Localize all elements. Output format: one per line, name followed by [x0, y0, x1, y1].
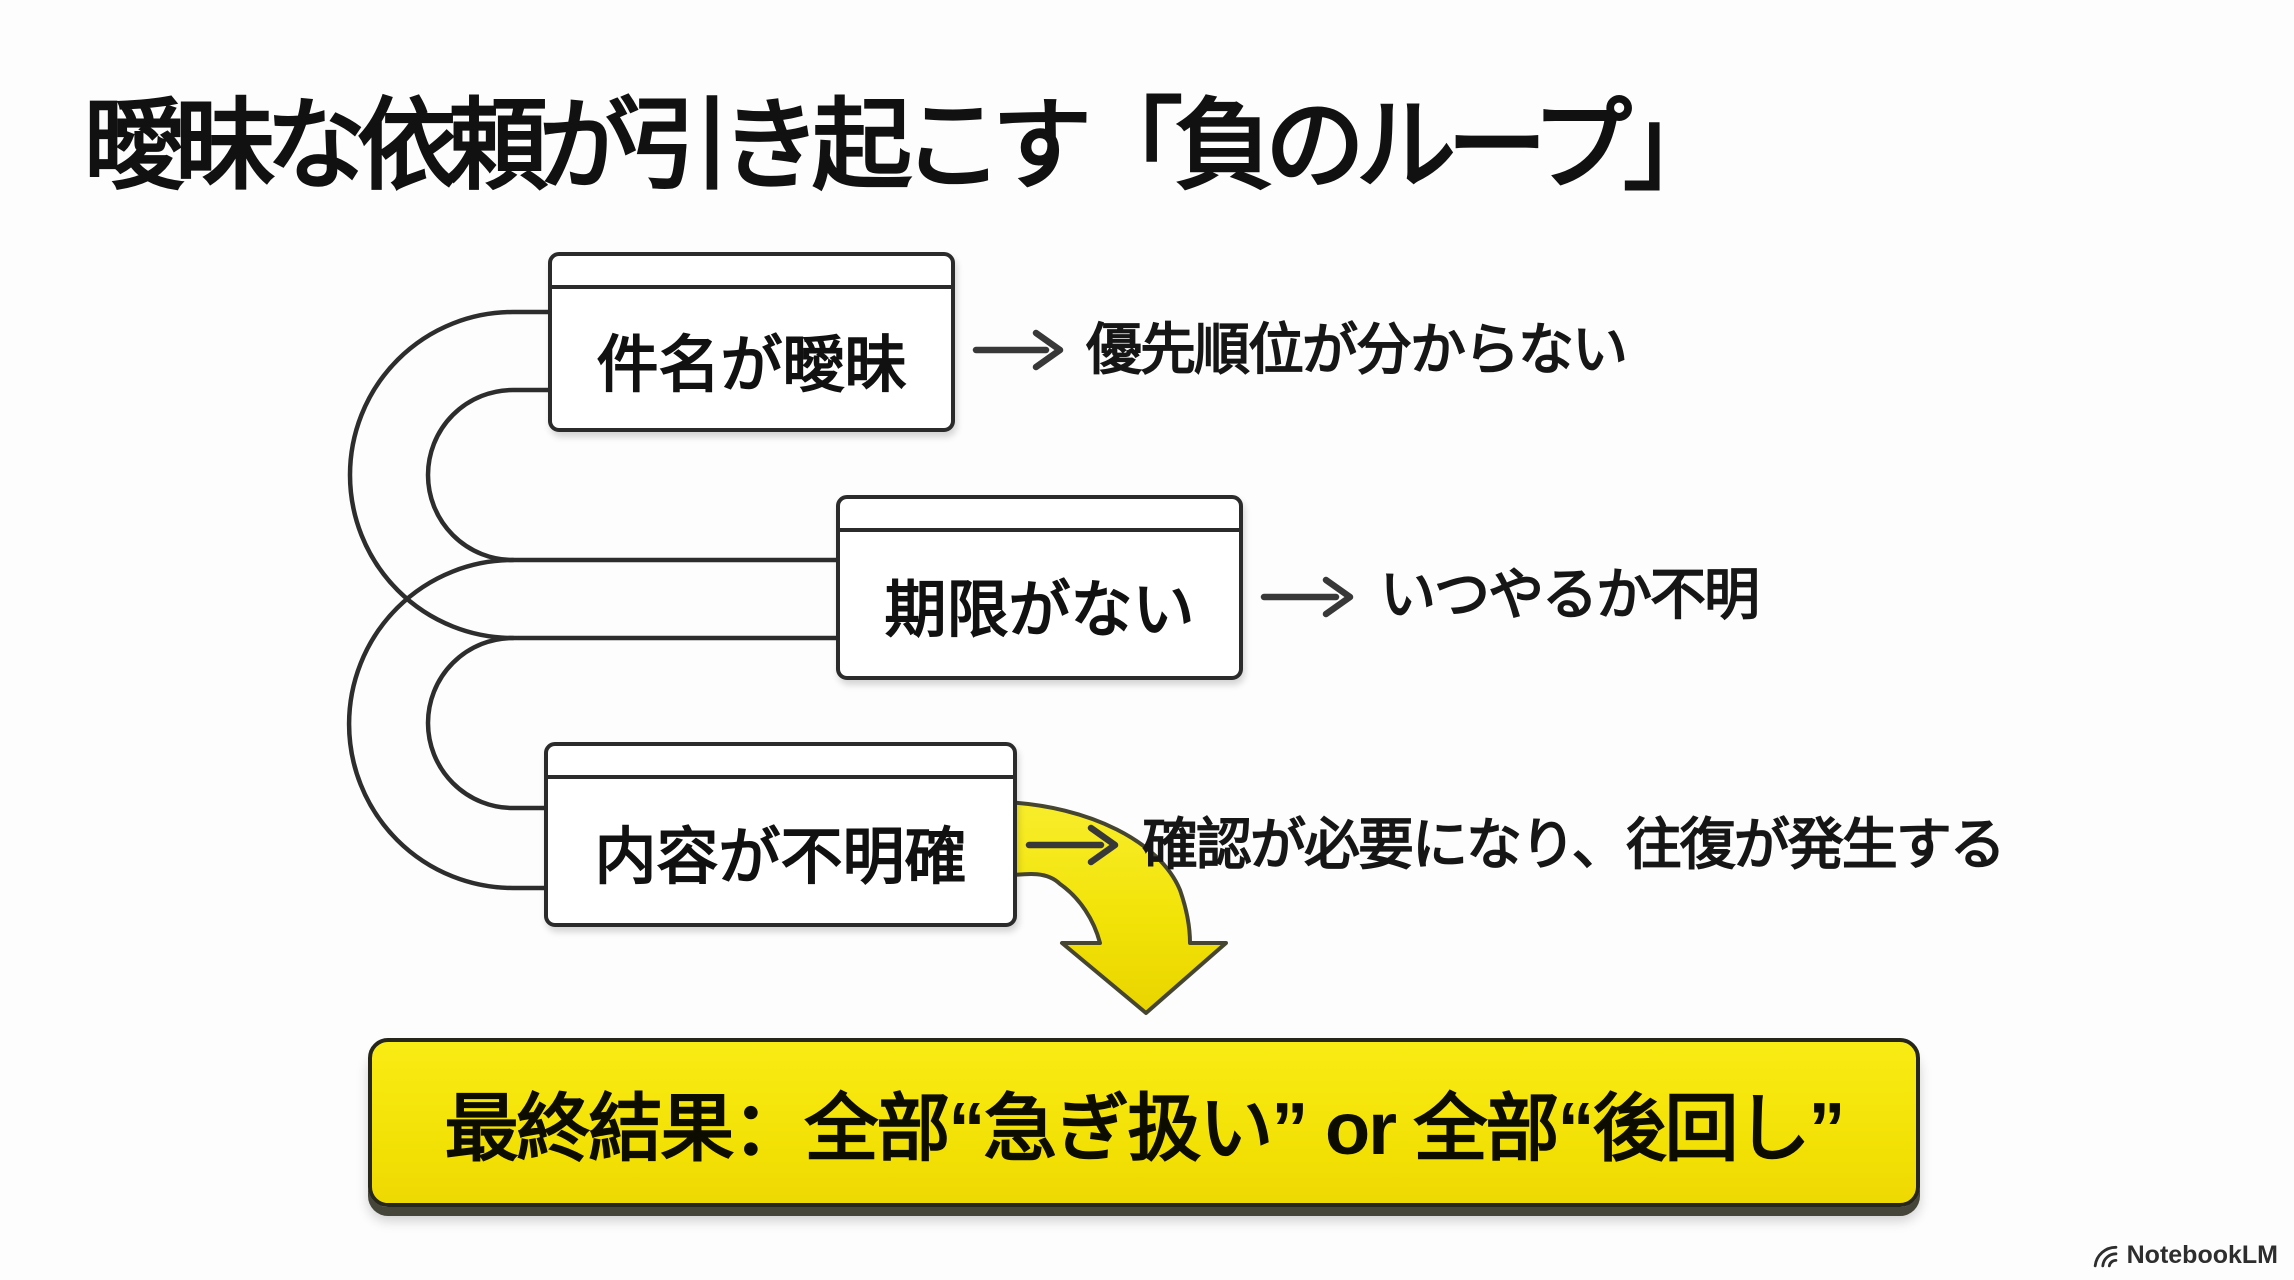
arrow-right-icon: [1260, 576, 1354, 618]
final-result-text: 最終結果：全部“急ぎ扱い” or 全部“後回し”: [444, 1087, 1845, 1170]
card-label: 内容が不明確: [594, 823, 967, 892]
card-label: 件名が曖昧: [596, 330, 907, 400]
notebooklm-logo-icon: [2093, 1245, 2117, 1267]
consequence-text: 確認が必要になり、往復が発生する: [1142, 813, 2006, 876]
loop-ribbon-b-inner: [425, 635, 550, 811]
curved-arrow-down-icon: [1002, 800, 1228, 1015]
flow-card-content: 内容が不明確: [544, 742, 1017, 927]
card-label: 期限がない: [884, 576, 1195, 645]
consequence-text: 優先順位が分からない: [1086, 318, 1628, 381]
flow-card-deadline: 期限がない: [836, 495, 1243, 680]
notebooklm-wordmark: NotebookLM: [2126, 1241, 2278, 1269]
loop-ribbon-a-inner: [425, 387, 841, 563]
loop-ribbon-a-outer: [347, 309, 841, 641]
consequence-text: いつやるか不明: [1380, 563, 1760, 626]
notebooklm-logo: NotebookLM: [2090, 1241, 2278, 1270]
row-arrows: [972, 329, 1354, 866]
card-title-bar: [548, 746, 1013, 779]
flow-card-subject: 件名が曖昧: [548, 252, 955, 432]
final-result-banner: 最終結果：全部“急ぎ扱い” or 全部“後回し”: [368, 1038, 1920, 1207]
slide-title: 曖昧な依頼が引き起こす「負のループ」: [84, 90, 1723, 202]
arrow-right-icon: [1025, 824, 1119, 866]
arrow-right-icon: [972, 329, 1064, 371]
loop-ribbon-b-outer: [346, 557, 550, 891]
loop-connector-ribbons: [346, 309, 841, 891]
card-title-bar: [840, 499, 1239, 532]
card-title-bar: [552, 256, 951, 289]
